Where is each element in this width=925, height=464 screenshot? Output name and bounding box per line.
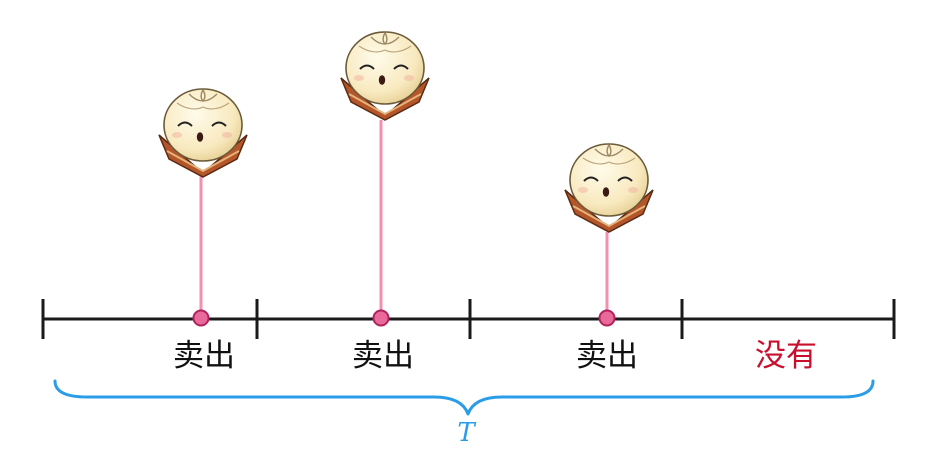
- steamed-bun-icon: [158, 88, 248, 178]
- sale-marker-2: [372, 309, 390, 327]
- sale-marker-3: [598, 309, 616, 327]
- segment-label-2: 卖出: [352, 338, 414, 374]
- segment-label-3: 卖出: [576, 338, 638, 374]
- steamed-bun-icon: [340, 31, 430, 121]
- sale-marker-1: [192, 309, 210, 327]
- segment-label-1: 卖出: [173, 338, 235, 374]
- steamed-bun-icon: [564, 143, 654, 233]
- segment-label-4: 没有: [755, 338, 817, 374]
- period-label: T: [457, 418, 476, 448]
- period-brace: [53, 379, 875, 416]
